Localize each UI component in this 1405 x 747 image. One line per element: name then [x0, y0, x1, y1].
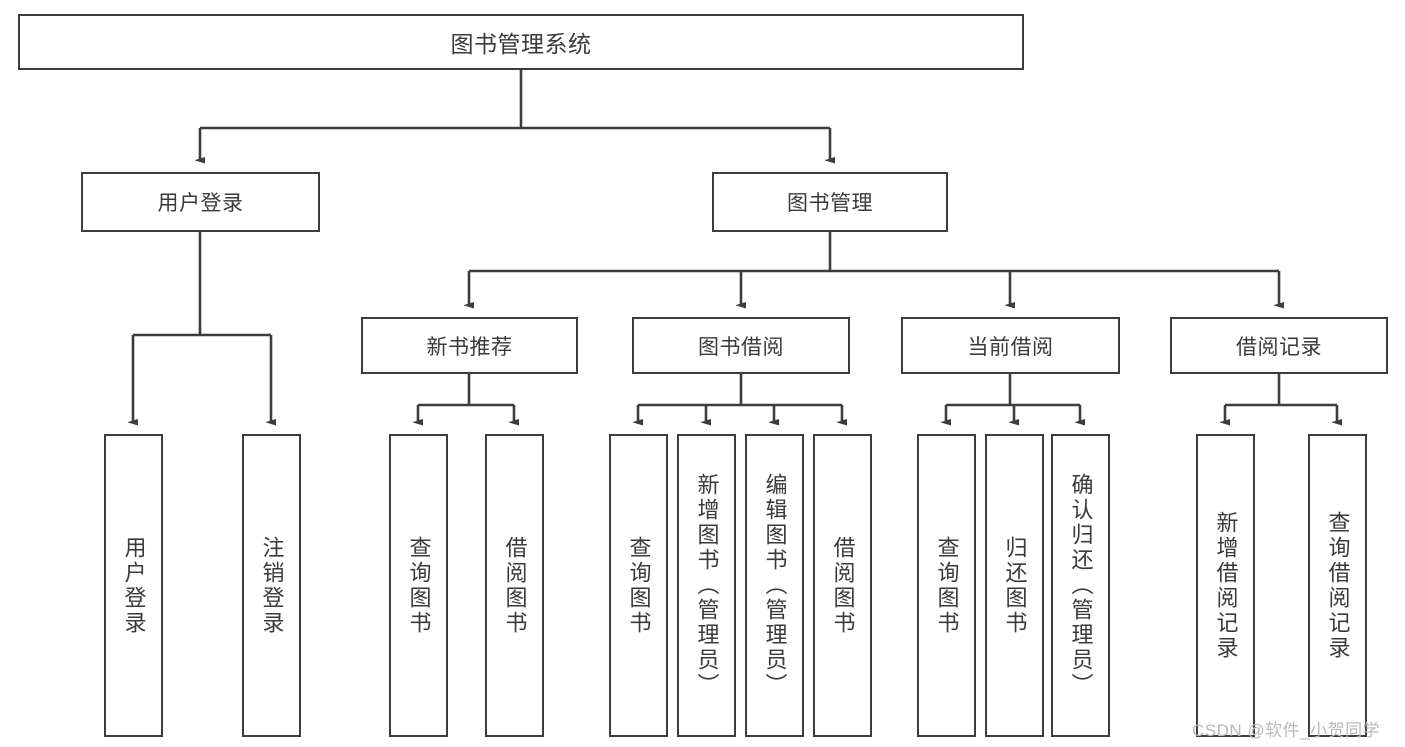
- leaf-node-logout[interactable]: 注销登录: [242, 434, 301, 737]
- node-label: 编辑图书（管理员）: [762, 473, 788, 698]
- node-label: 查询图书: [626, 535, 652, 636]
- leaf-node-edit-book-admin[interactable]: 编辑图书（管理员）: [745, 434, 804, 737]
- leaf-node-confirm-return-admin[interactable]: 确认归还（管理员）: [1051, 434, 1110, 737]
- node-label: 新增借阅记录: [1213, 510, 1239, 661]
- leaf-node-borrow-book-newbook[interactable]: 借阅图书: [485, 434, 544, 737]
- node-label: 查询借阅记录: [1325, 510, 1351, 661]
- node-user-login[interactable]: 用户登录: [81, 172, 320, 232]
- leaf-node-query-book-newbook[interactable]: 查询图书: [389, 434, 448, 737]
- node-book-management[interactable]: 图书管理: [712, 172, 948, 232]
- node-label: 查询图书: [934, 535, 960, 636]
- node-label: 借阅图书: [830, 535, 856, 636]
- node-label: 归还图书: [1002, 535, 1028, 636]
- node-book-borrow[interactable]: 图书借阅: [632, 317, 850, 374]
- node-label: 图书管理系统: [450, 31, 592, 57]
- node-root-system[interactable]: 图书管理系统: [18, 14, 1024, 70]
- leaf-node-add-book-admin[interactable]: 新增图书（管理员）: [677, 434, 736, 737]
- node-label: 注销登录: [259, 535, 285, 636]
- leaf-node-query-book-current[interactable]: 查询图书: [917, 434, 976, 737]
- node-label: 借阅图书: [502, 535, 528, 636]
- node-label: 查询图书: [406, 535, 432, 636]
- node-label: 新增图书（管理员）: [694, 473, 720, 698]
- node-current-borrow[interactable]: 当前借阅: [901, 317, 1120, 374]
- node-label: 当前借阅: [967, 335, 1054, 359]
- leaf-node-add-borrow-record[interactable]: 新增借阅记录: [1196, 434, 1255, 737]
- leaf-node-return-book[interactable]: 归还图书: [985, 434, 1044, 737]
- node-label: 用户登录: [121, 535, 147, 636]
- node-label: 新书推荐: [426, 335, 513, 359]
- node-label: 借阅记录: [1236, 335, 1322, 359]
- node-label: 确认归还（管理员）: [1068, 473, 1094, 698]
- leaf-node-user-login[interactable]: 用户登录: [104, 434, 163, 737]
- leaf-node-query-borrow-record[interactable]: 查询借阅记录: [1308, 434, 1367, 737]
- node-label: 图书管理: [787, 192, 873, 215]
- node-label: 用户登录: [157, 192, 244, 215]
- node-label: 图书借阅: [698, 335, 784, 359]
- node-new-book-recommend[interactable]: 新书推荐: [361, 317, 578, 374]
- leaf-node-borrow-book[interactable]: 借阅图书: [813, 434, 872, 737]
- csdn-watermark: CSDN @软件_小贺同学: [1192, 721, 1381, 740]
- leaf-node-query-book-borrow[interactable]: 查询图书: [609, 434, 668, 737]
- node-borrow-record[interactable]: 借阅记录: [1170, 317, 1388, 374]
